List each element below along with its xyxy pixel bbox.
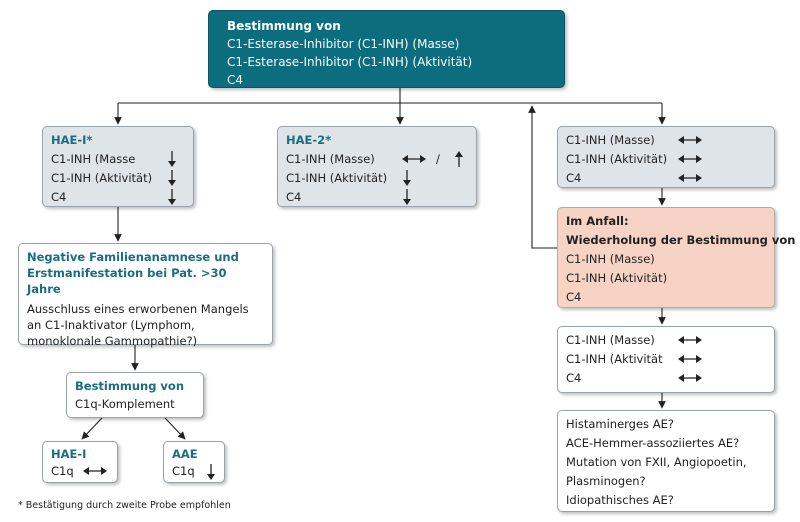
- down-arrow-icon: [402, 188, 412, 206]
- anfall-box: Im Anfall: Wiederholung der Bestimmung v…: [557, 207, 796, 308]
- hae2-row: C1-INH (Aktivität): [286, 169, 468, 188]
- right1-row: C1-INH (Masse): [566, 131, 766, 150]
- hae1-result-label: C1q: [51, 464, 74, 478]
- hae1-box: HAE-I* C1-INH (Masse C1-INH (Aktivität) …: [42, 126, 194, 207]
- double-arrow-icon: [83, 466, 107, 476]
- top-box-line: C4: [227, 73, 244, 87]
- right1-row-label: C4: [566, 171, 582, 185]
- down-arrow-icon: [206, 463, 216, 481]
- c1q-box: Bestimmung von C1q-Komplement: [66, 372, 204, 418]
- causes-line: Histaminerges AE?: [566, 417, 674, 431]
- right1-row: C4: [566, 169, 766, 188]
- aae-box: AAE C1q: [163, 441, 225, 483]
- anfall-line: C4: [566, 290, 582, 304]
- right2-row: C4: [566, 369, 766, 388]
- anfall-title: Im Anfall:: [566, 214, 629, 228]
- hae1-row: C4: [51, 188, 185, 207]
- hae1-result-box: HAE-I C1q: [42, 441, 118, 483]
- down-arrow-icon: [167, 169, 177, 187]
- right2-row-label: C1-INH (Aktivität: [566, 352, 663, 366]
- family-box: Negative Familienanamnese und Erstmanife…: [18, 243, 273, 348]
- c1q-line: C1q-Komplement: [75, 397, 175, 411]
- double-arrow-icon: [402, 154, 426, 164]
- anfall-line: C1-INH (Masse): [566, 252, 655, 266]
- footnote: * Bestätigung durch zweite Probe empfohl…: [18, 500, 231, 511]
- arrow-to-hae1-result: [81, 417, 103, 440]
- family-title: Negative Familienanamnese und Erstmanife…: [27, 250, 239, 296]
- top-box: Bestimmung von C1-Esterase-Inhibitor (C1…: [208, 10, 565, 88]
- right-box-1: C1-INH (Masse) C1-INH (Aktivität) C4: [557, 126, 775, 188]
- hae1-row: C1-INH (Aktivität): [51, 169, 185, 188]
- causes-line: Plasminogen?: [566, 474, 646, 488]
- right1-row-label: C1-INH (Aktivität): [566, 152, 668, 166]
- double-arrow-icon: [678, 373, 702, 383]
- hae2-title: HAE-2*: [286, 133, 332, 147]
- down-arrow-icon: [167, 188, 177, 206]
- right2-row: C1-INH (Masse): [566, 331, 766, 350]
- causes-line: Mutation von FXII, Angiopoetin,: [566, 455, 747, 469]
- aae-title: AAE: [172, 447, 198, 461]
- aae-label: C1q: [172, 464, 195, 478]
- double-arrow-icon: [678, 173, 702, 183]
- aae-row: C1q: [172, 463, 216, 480]
- separator-slash: /: [436, 152, 440, 166]
- causes-line: Idiopathisches AE?: [566, 493, 674, 507]
- c1q-title: Bestimmung von: [75, 379, 185, 393]
- hae1-result-title: HAE-I: [51, 447, 87, 461]
- right2-row: C1-INH (Aktivität: [566, 350, 766, 369]
- right1-row-label: C1-INH (Masse): [566, 133, 655, 147]
- hae2-box: HAE-2* C1-INH (Masse) / C1-INH (Aktivitä…: [277, 126, 477, 207]
- arrow-to-aae: [164, 417, 186, 440]
- right2-row-label: C1-INH (Masse): [566, 333, 655, 347]
- hae2-row: C4: [286, 188, 468, 207]
- hae1-result-row: C1q: [51, 463, 109, 480]
- hae1-title: HAE-I*: [51, 133, 93, 147]
- hae1-row-label: C1-INH (Aktivität): [51, 171, 153, 185]
- hae1-row: C1-INH (Masse: [51, 150, 185, 169]
- hae2-row: C1-INH (Masse) /: [286, 150, 468, 169]
- down-arrow-icon: [402, 169, 412, 187]
- top-box-title: Bestimmung von: [227, 19, 341, 33]
- hae2-row-label: C1-INH (Masse): [286, 152, 375, 166]
- down-arrow-icon: [167, 150, 177, 168]
- double-arrow-icon: [678, 335, 702, 345]
- causes-box: Histaminerges AE? ACE-Hemmer-assoziierte…: [557, 410, 775, 512]
- top-box-line: C1-Esterase-Inhibitor (C1-INH) (Aktivitä…: [227, 55, 473, 69]
- family-text: Ausschluss eines erworbenen Mangels an C…: [27, 302, 249, 348]
- double-arrow-icon: [678, 354, 702, 364]
- right2-row-label: C4: [566, 371, 582, 385]
- anfall-subtitle: Wiederholung der Bestimmung von: [566, 233, 796, 247]
- top-box-line: C1-Esterase-Inhibitor (C1-INH) (Masse): [227, 37, 460, 51]
- anfall-line: C1-INH (Aktivität): [566, 271, 668, 285]
- right1-row: C1-INH (Aktivität): [566, 150, 766, 169]
- hae2-row-label: C1-INH (Aktivität): [286, 171, 388, 185]
- feedback-arrow: [528, 105, 557, 249]
- causes-line: ACE-Hemmer-assoziiertes AE?: [566, 436, 740, 450]
- double-arrow-icon: [678, 135, 702, 145]
- hae1-row-label: C1-INH (Masse: [51, 152, 136, 166]
- double-arrow-icon: [678, 154, 702, 164]
- hae1-row-label: C4: [51, 190, 67, 204]
- up-arrow-icon: [454, 150, 464, 168]
- hae2-row-label: C4: [286, 190, 302, 204]
- right-box-2: C1-INH (Masse) C1-INH (Aktivität C4: [557, 326, 775, 393]
